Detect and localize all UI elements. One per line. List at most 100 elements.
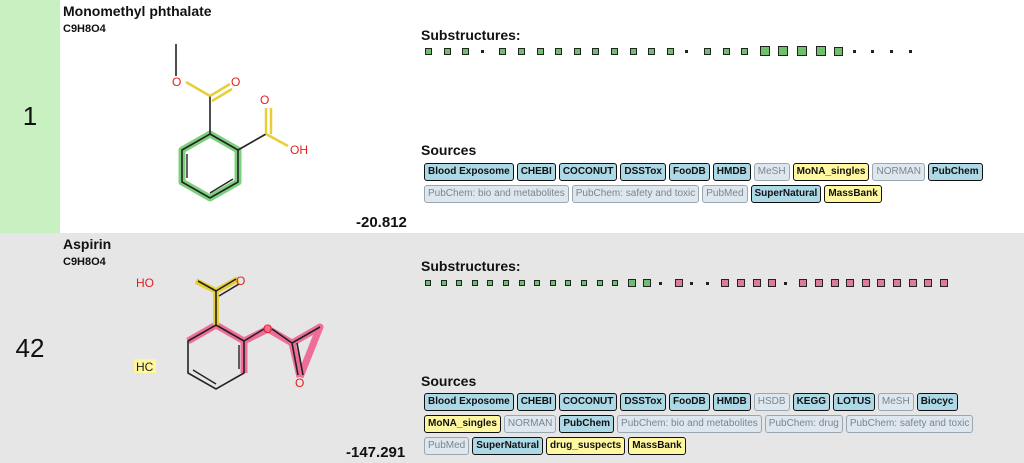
substructure-marker[interactable] xyxy=(443,47,451,55)
source-tag[interactable]: NORMAN xyxy=(872,163,925,181)
substructure-marker[interactable] xyxy=(573,47,581,55)
substructure-marker[interactable] xyxy=(815,46,826,56)
source-tag[interactable]: HMDB xyxy=(712,393,751,411)
substructure-marker[interactable] xyxy=(480,49,484,53)
substructure-marker[interactable] xyxy=(648,47,656,55)
result-row[interactable]: 42 Aspirin C9H8O4 HO O O O HC -147.291 S… xyxy=(0,233,1024,463)
substructure-marker[interactable] xyxy=(830,279,839,287)
substructure-marker[interactable] xyxy=(596,280,603,286)
substructure-marker[interactable] xyxy=(611,47,618,55)
substructure-marker[interactable] xyxy=(462,47,470,55)
source-tag[interactable]: NORMAN xyxy=(503,415,557,433)
substructure-marker[interactable] xyxy=(768,279,777,287)
source-tag[interactable]: PubChem xyxy=(927,163,983,181)
substructure-marker[interactable] xyxy=(834,46,844,56)
source-tag[interactable]: SuperNatural xyxy=(750,185,822,203)
source-tag[interactable]: drug_suspects xyxy=(546,437,626,455)
source-tag[interactable]: PubMed xyxy=(424,437,470,455)
substructure-marker[interactable] xyxy=(425,47,432,55)
substructure-marker[interactable] xyxy=(759,46,770,56)
substructure-marker[interactable] xyxy=(778,46,789,56)
substructure-marker[interactable] xyxy=(659,281,662,285)
substructure-marker[interactable] xyxy=(893,279,901,287)
source-tag[interactable]: MoNA_singles xyxy=(792,163,870,181)
source-tag[interactable]: CHEBI xyxy=(516,163,556,181)
substructure-marker[interactable] xyxy=(690,281,694,285)
source-tag[interactable]: CHEBI xyxy=(516,393,556,411)
source-tag[interactable]: COCONUT xyxy=(558,163,618,181)
substructure-marker[interactable] xyxy=(799,279,808,287)
substructure-marker[interactable] xyxy=(752,279,761,287)
source-tag[interactable]: PubChem xyxy=(559,415,615,433)
source-tag[interactable]: MeSH xyxy=(753,163,790,181)
substructure-marker[interactable] xyxy=(705,281,709,285)
substructure-marker[interactable] xyxy=(471,280,478,286)
substructure-marker[interactable] xyxy=(704,47,711,55)
substructure-marker[interactable] xyxy=(440,280,447,286)
substructure-marker[interactable] xyxy=(721,279,730,287)
substructure-marker[interactable] xyxy=(924,279,933,287)
substructure-marker[interactable] xyxy=(908,279,917,287)
source-tag[interactable]: PubChem: drug xyxy=(764,415,843,433)
substructure-marker[interactable] xyxy=(877,279,886,287)
substructure-marker[interactable] xyxy=(555,47,563,55)
substructure-marker[interactable] xyxy=(815,279,823,287)
source-tag[interactable]: FooDB xyxy=(668,163,710,181)
substructure-marker[interactable] xyxy=(666,47,674,55)
substructure-marker[interactable] xyxy=(503,280,509,286)
substructure-marker[interactable] xyxy=(871,49,875,53)
source-tag[interactable]: PubChem: bio and metabolites xyxy=(617,415,762,433)
substructure-marker[interactable] xyxy=(534,280,541,286)
source-tag[interactable]: SuperNatural xyxy=(472,437,544,455)
substructure-marker[interactable] xyxy=(846,279,855,287)
substructure-marker[interactable] xyxy=(741,47,749,55)
rank-number: 1 xyxy=(0,0,60,233)
source-tag[interactable]: KEGG xyxy=(792,393,831,411)
source-tag[interactable]: Blood Exposome xyxy=(424,393,514,411)
substructure-marker[interactable] xyxy=(643,279,652,287)
substructure-marker[interactable] xyxy=(487,280,494,286)
substructure-marker[interactable] xyxy=(592,47,600,55)
substructure-marker[interactable] xyxy=(939,279,948,287)
source-tag[interactable]: MassBank xyxy=(824,185,882,203)
substructure-marker[interactable] xyxy=(518,47,525,55)
source-tag[interactable]: PubChem: safety and toxic xyxy=(845,415,974,433)
substructure-marker[interactable] xyxy=(518,280,525,286)
substructure-marker[interactable] xyxy=(612,280,619,286)
source-tag[interactable]: MassBank xyxy=(628,437,686,455)
source-tag[interactable]: MoNA_singles xyxy=(424,415,501,433)
source-tag[interactable]: DSSTox xyxy=(620,393,666,411)
source-tag[interactable]: COCONUT xyxy=(558,393,618,411)
substructure-marker[interactable] xyxy=(890,49,893,53)
substructure-marker[interactable] xyxy=(861,279,870,287)
substructure-marker[interactable] xyxy=(674,279,683,287)
source-tag[interactable]: PubChem: safety and toxic xyxy=(571,185,700,203)
source-tag[interactable]: PubMed xyxy=(702,185,748,203)
substructure-marker[interactable] xyxy=(629,47,637,55)
source-tag[interactable]: HMDB xyxy=(712,163,751,181)
substructure-marker[interactable] xyxy=(722,47,730,55)
substructure-marker[interactable] xyxy=(783,281,787,285)
substructure-marker[interactable] xyxy=(549,280,556,286)
substructure-marker[interactable] xyxy=(908,49,912,53)
substructure-marker[interactable] xyxy=(499,47,507,55)
substructure-marker[interactable] xyxy=(456,280,463,286)
source-tag[interactable]: Biocyc xyxy=(916,393,958,411)
source-tag[interactable]: Blood Exposome xyxy=(424,163,514,181)
substructure-marker[interactable] xyxy=(737,279,745,287)
source-tag[interactable]: PubChem: bio and metabolites xyxy=(424,185,569,203)
substructure-marker[interactable] xyxy=(536,47,544,55)
substructure-marker[interactable] xyxy=(685,49,689,53)
source-tag[interactable]: MeSH xyxy=(877,393,914,411)
source-tag[interactable]: DSSTox xyxy=(620,163,666,181)
substructure-marker[interactable] xyxy=(581,280,587,286)
substructure-marker[interactable] xyxy=(627,279,636,287)
source-tag[interactable]: FooDB xyxy=(668,393,710,411)
source-tag[interactable]: HSDB xyxy=(753,393,790,411)
substructure-marker[interactable] xyxy=(797,46,807,56)
substructure-marker[interactable] xyxy=(425,280,431,286)
substructure-marker[interactable] xyxy=(565,280,572,286)
source-tag[interactable]: LOTUS xyxy=(833,393,875,411)
substructure-marker[interactable] xyxy=(852,49,856,53)
result-row[interactable]: 1 Monomethyl phthalate C9H8O4 O O O OH -… xyxy=(0,0,1024,233)
